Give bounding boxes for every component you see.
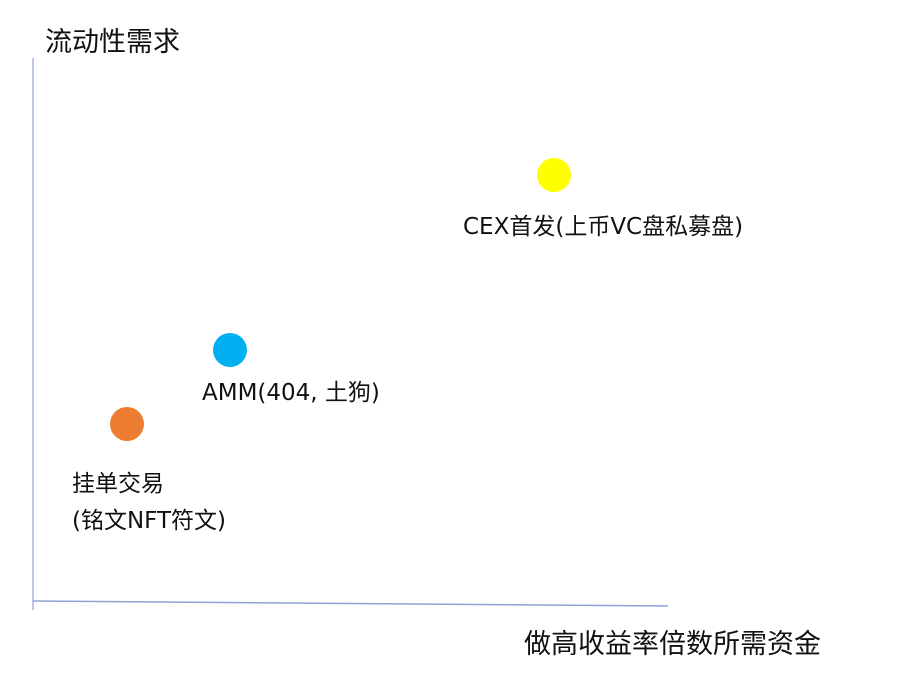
label-line: AMM(404, 土狗) [202,380,380,406]
label-line: CEX首发(上币VC盘私募盘) [463,214,744,240]
label-line: (铭文NFT符文) [72,508,227,534]
point-amm-label: AMM(404, 土狗) [202,375,380,412]
y-axis-title: 流动性需求 [45,27,180,58]
point-cex [537,158,571,192]
point-amm [213,333,247,367]
x-axis-title: 做高收益率倍数所需资金 [524,629,821,660]
x-axis-line [32,600,669,607]
label-line: 挂单交易 [72,471,164,497]
point-orderbook-label: 挂单交易 (铭文NFT符文) [72,466,226,540]
point-orderbook [110,407,144,441]
point-cex-label: CEX首发(上币VC盘私募盘) [463,209,743,246]
